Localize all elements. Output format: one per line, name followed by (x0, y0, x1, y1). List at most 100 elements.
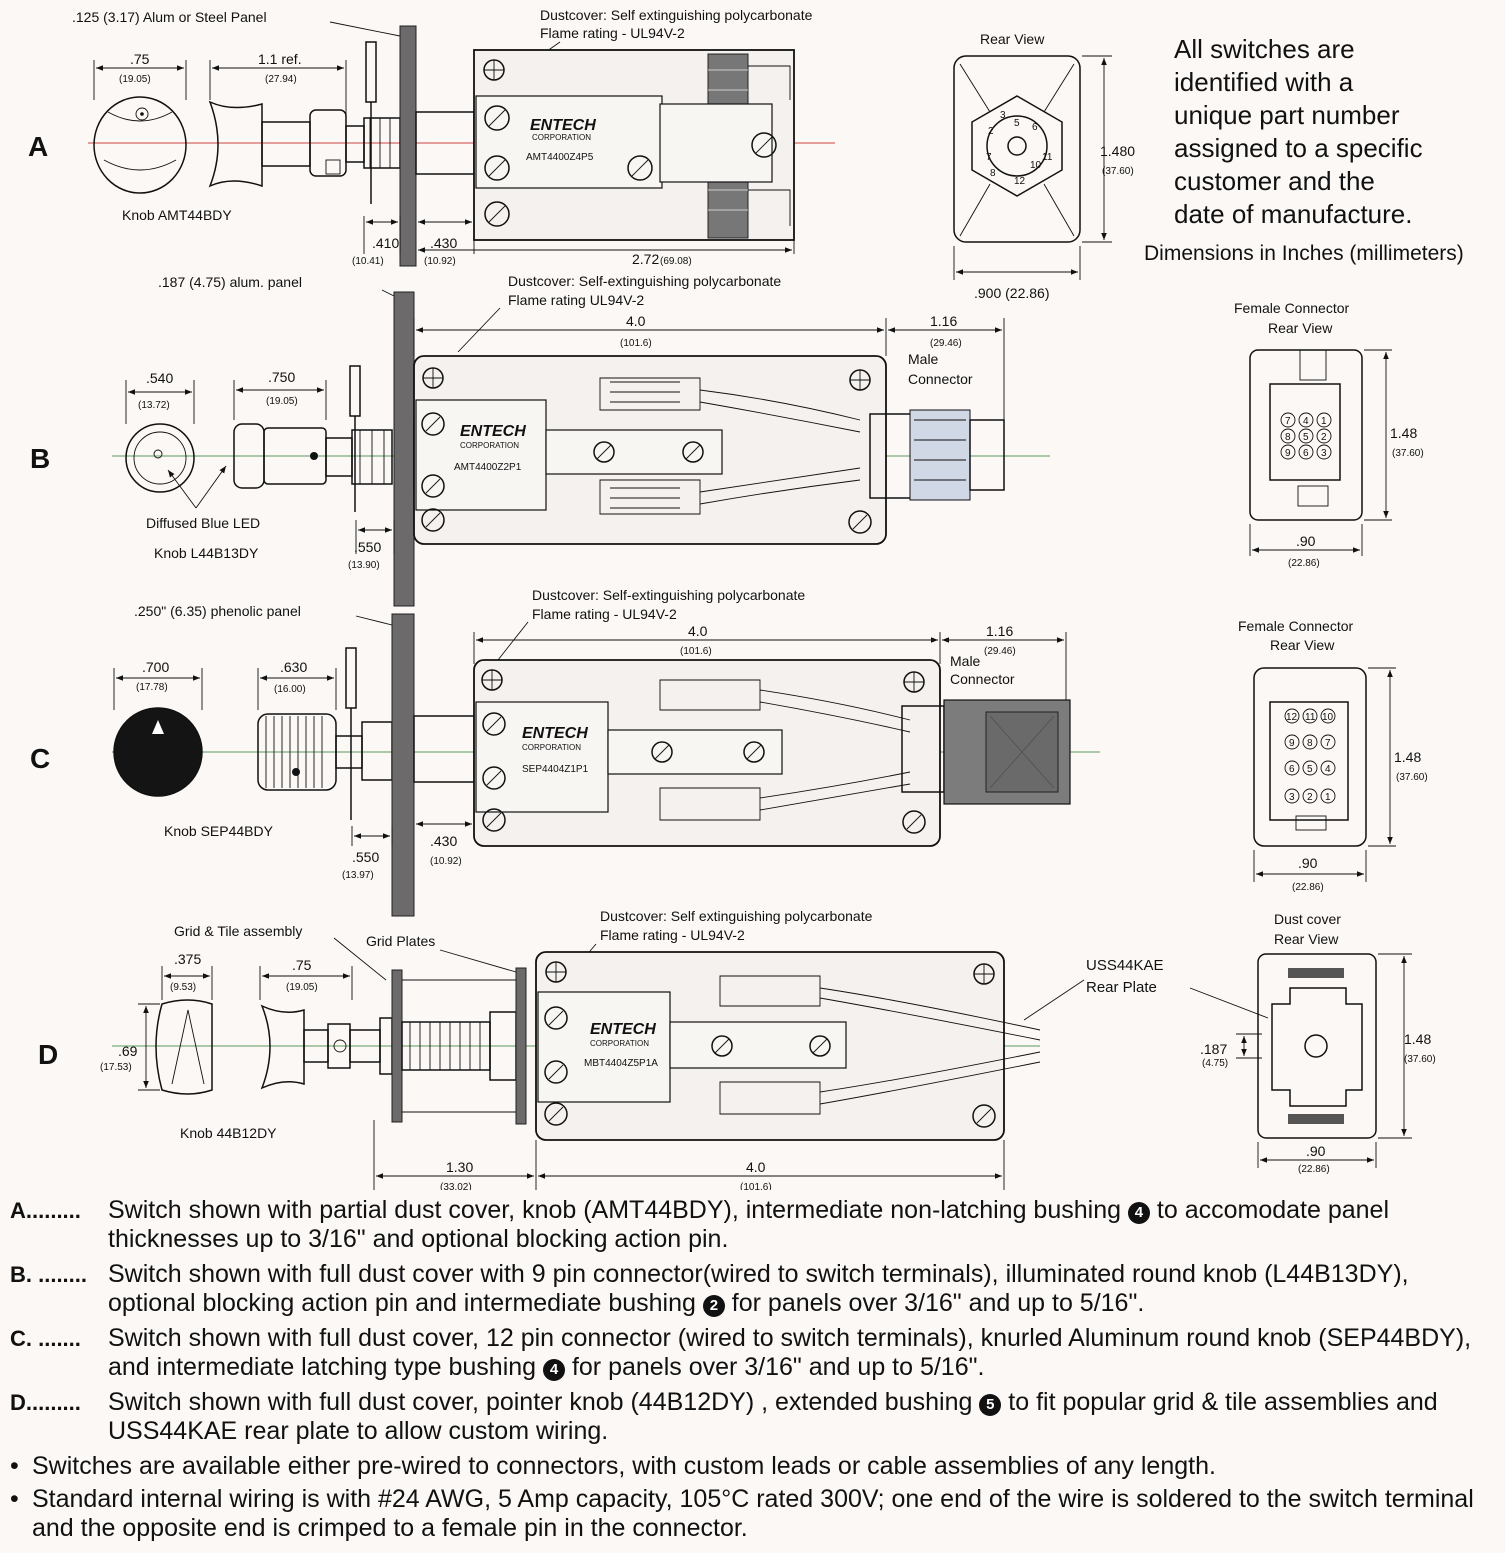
row-c-pin-3: 3 (1289, 792, 1295, 803)
row-c-female-h-mm: (37.60) (1396, 772, 1428, 783)
row-d-dim-len: 4.0 (746, 1159, 766, 1175)
row-b-male2: Connector (908, 371, 973, 387)
row-c-dim-430-mm: (10.92) (430, 856, 462, 867)
row-a-dim-ref-mm: (27.94) (265, 74, 297, 85)
row-c-pin-5: 5 (1307, 764, 1313, 775)
row-a-logo: ENTECH (530, 117, 596, 134)
row-d-switch-body: ENTECH CORPORATION MBT4404Z5P1A (535, 951, 1041, 1141)
row-a-dim-knob-w: .75 (130, 51, 150, 67)
row-a-dim-len-mm: (69.08) (660, 256, 692, 267)
row-a-panel (399, 25, 417, 267)
info-dimensions: Dimensions in Inches (millimeters) (1144, 242, 1464, 265)
row-a-pin-10: 10 (1030, 160, 1042, 171)
bushing-number-badge: 5 (979, 1394, 1002, 1416)
row-c-panel-label: .250" (6.35) phenolic panel (134, 603, 301, 619)
row-b-letter: B (30, 443, 50, 474)
row-c-pin-4: 4 (1325, 764, 1331, 775)
row-d-dust-h-mm: (37.60) (1404, 1054, 1436, 1065)
row-c-dim-len: 4.0 (688, 623, 708, 639)
row-d-dim-69: .69 (118, 1043, 138, 1059)
row-b-female-connector: Female Connector Rear View 7 4 1 8 5 2 9… (1234, 300, 1424, 569)
row-c-pin-11: 11 (1305, 712, 1316, 723)
row-d-knob-label: Knob 44B12DY (180, 1125, 277, 1141)
row-c-female-h: 1.48 (1394, 749, 1421, 765)
row-c-dim-700: .700 (142, 659, 169, 675)
row-d-dustcover-line1: Dustcover: Self extinguishing polycarbon… (600, 908, 873, 924)
bullet-item: • Standard internal wiring is with #24 A… (10, 1485, 1500, 1543)
row-b-part-number: AMT4400Z2P1 (454, 462, 522, 473)
row-b-logo: ENTECH (460, 423, 526, 440)
row-a-pin-11: 11 (1042, 152, 1053, 163)
row-d-rear-plate2: Rear Plate (1086, 979, 1157, 996)
row-b-female-h: 1.48 (1390, 425, 1417, 441)
row-b-dim-conn: 1.16 (930, 313, 957, 329)
row-b-female-h-mm: (37.60) (1392, 448, 1424, 459)
row-a-dim-410: .410 (372, 235, 399, 251)
row-b-pin-3: 3 (1321, 448, 1327, 459)
note-b: B. ........ Switch shown with full dust … (10, 1260, 1500, 1318)
row-a-dim-410-mm: (10.41) (352, 256, 384, 267)
row-c-pin-8: 8 (1307, 738, 1313, 749)
row-d-dim-75: .75 (292, 957, 312, 973)
row-a-pin-6: 6 (1032, 122, 1038, 133)
bushing-number-badge: 4 (1127, 1202, 1150, 1224)
row-d-dust-187-mm: (4.75) (1202, 1058, 1228, 1069)
bullet-text: Switches are available either pre-wired … (32, 1452, 1216, 1480)
note-key: D......... (10, 1390, 81, 1415)
row-c-dim-550-mm: (13.97) (342, 870, 374, 881)
row-d-dustcover-line2: Flame rating - UL94V-2 (600, 927, 745, 943)
row-c-male2: Connector (950, 671, 1015, 687)
row-a-knob (93, 96, 187, 194)
row-b-female1: Female Connector (1234, 300, 1350, 316)
note-text-pre: Switch shown with full dust cover, 12 pi… (108, 1324, 1472, 1381)
row-d-dim-375-mm: (9.53) (170, 982, 196, 993)
note-a: A......... Switch shown with partial dus… (10, 1196, 1500, 1254)
row-c-pin-9: 9 (1289, 738, 1295, 749)
row-a-dim-430: .430 (430, 235, 457, 251)
row-c-dim-conn-mm: (29.46) (984, 646, 1016, 657)
row-d-dust-w-mm: (22.86) (1298, 1164, 1330, 1175)
row-c-female-w-mm: (22.86) (1292, 882, 1324, 893)
note-d: D......... Switch shown with full dust c… (10, 1388, 1500, 1446)
row-c-pin-6: 6 (1289, 764, 1295, 775)
row-a-panel-label: .125 (3.17) Alum or Steel Panel (72, 9, 267, 25)
row-b-dim-conn-mm: (29.46) (930, 338, 962, 349)
row-b-pin-1: 1 (1321, 416, 1327, 427)
row-c-dustcover-line1: Dustcover: Self-extinguishing polycarbon… (532, 587, 805, 603)
row-a-pin-12: 12 (1014, 176, 1026, 187)
row-b-pin-7: 7 (1285, 416, 1291, 427)
row-c-pin-12: 12 (1286, 712, 1298, 723)
row-c-dim-700-mm: (17.78) (136, 682, 168, 693)
row-a-pin-5: 5 (1014, 118, 1020, 129)
row-a-logo-sub: CORPORATION (532, 133, 591, 142)
row-a-rear-h-mm: (37.60) (1102, 166, 1134, 177)
note-text-post: for panels over 3/16" and up to 5/16". (724, 1289, 1145, 1317)
row-b-dustcover-line1: Dustcover: Self-extinguishing polycarbon… (508, 273, 781, 289)
row-d-dim-130-mm: (33.02) (440, 1182, 472, 1190)
row-b-knob-label: Knob L44B13DY (154, 545, 259, 561)
row-a-pin-7: 7 (986, 152, 992, 163)
row-b-pin-4: 4 (1303, 416, 1309, 427)
info-line2: identified with a (1174, 67, 1354, 97)
row-a-dustcover-line2: Flame rating - UL94V-2 (540, 25, 685, 41)
row-b-logo-sub: CORPORATION (460, 441, 519, 450)
row-b-pin-9: 9 (1285, 448, 1291, 459)
row-d-dim-75-mm: (19.05) (286, 982, 318, 993)
row-c: C .250" (6.35) phenolic panel Dustcover:… (30, 587, 1428, 917)
row-a-pin-2: 2 (988, 126, 994, 137)
row-b-panel-label: .187 (4.75) alum. panel (158, 274, 302, 290)
row-c-switch-body: ENTECH CORPORATION SEP4404Z1P1 (473, 659, 1071, 847)
row-a-dim-430-mm: (10.92) (424, 256, 456, 267)
row-b-pin-5: 5 (1303, 432, 1309, 443)
note-text: Switch shown with full dust cover with 9… (108, 1260, 1500, 1318)
row-c-part-number: SEP4404Z1P1 (522, 764, 589, 775)
note-text-post: to fit popular grid & tile assemblies an… (108, 1388, 1438, 1445)
row-c-dim-len-mm: (101.6) (680, 646, 712, 657)
row-c-female-w: .90 (1298, 855, 1318, 871)
row-b-female-w-mm: (22.86) (1288, 558, 1320, 569)
row-b-pin-2: 2 (1321, 432, 1327, 443)
row-d-dim-69-mm: (17.53) (100, 1062, 132, 1073)
row-c-female-connector: Female Connector Rear View 12 11 10 9 8 … (1238, 618, 1428, 893)
row-a-rear-w: .900 (22.86) (974, 285, 1050, 301)
row-d-dust-w: .90 (1306, 1143, 1326, 1159)
